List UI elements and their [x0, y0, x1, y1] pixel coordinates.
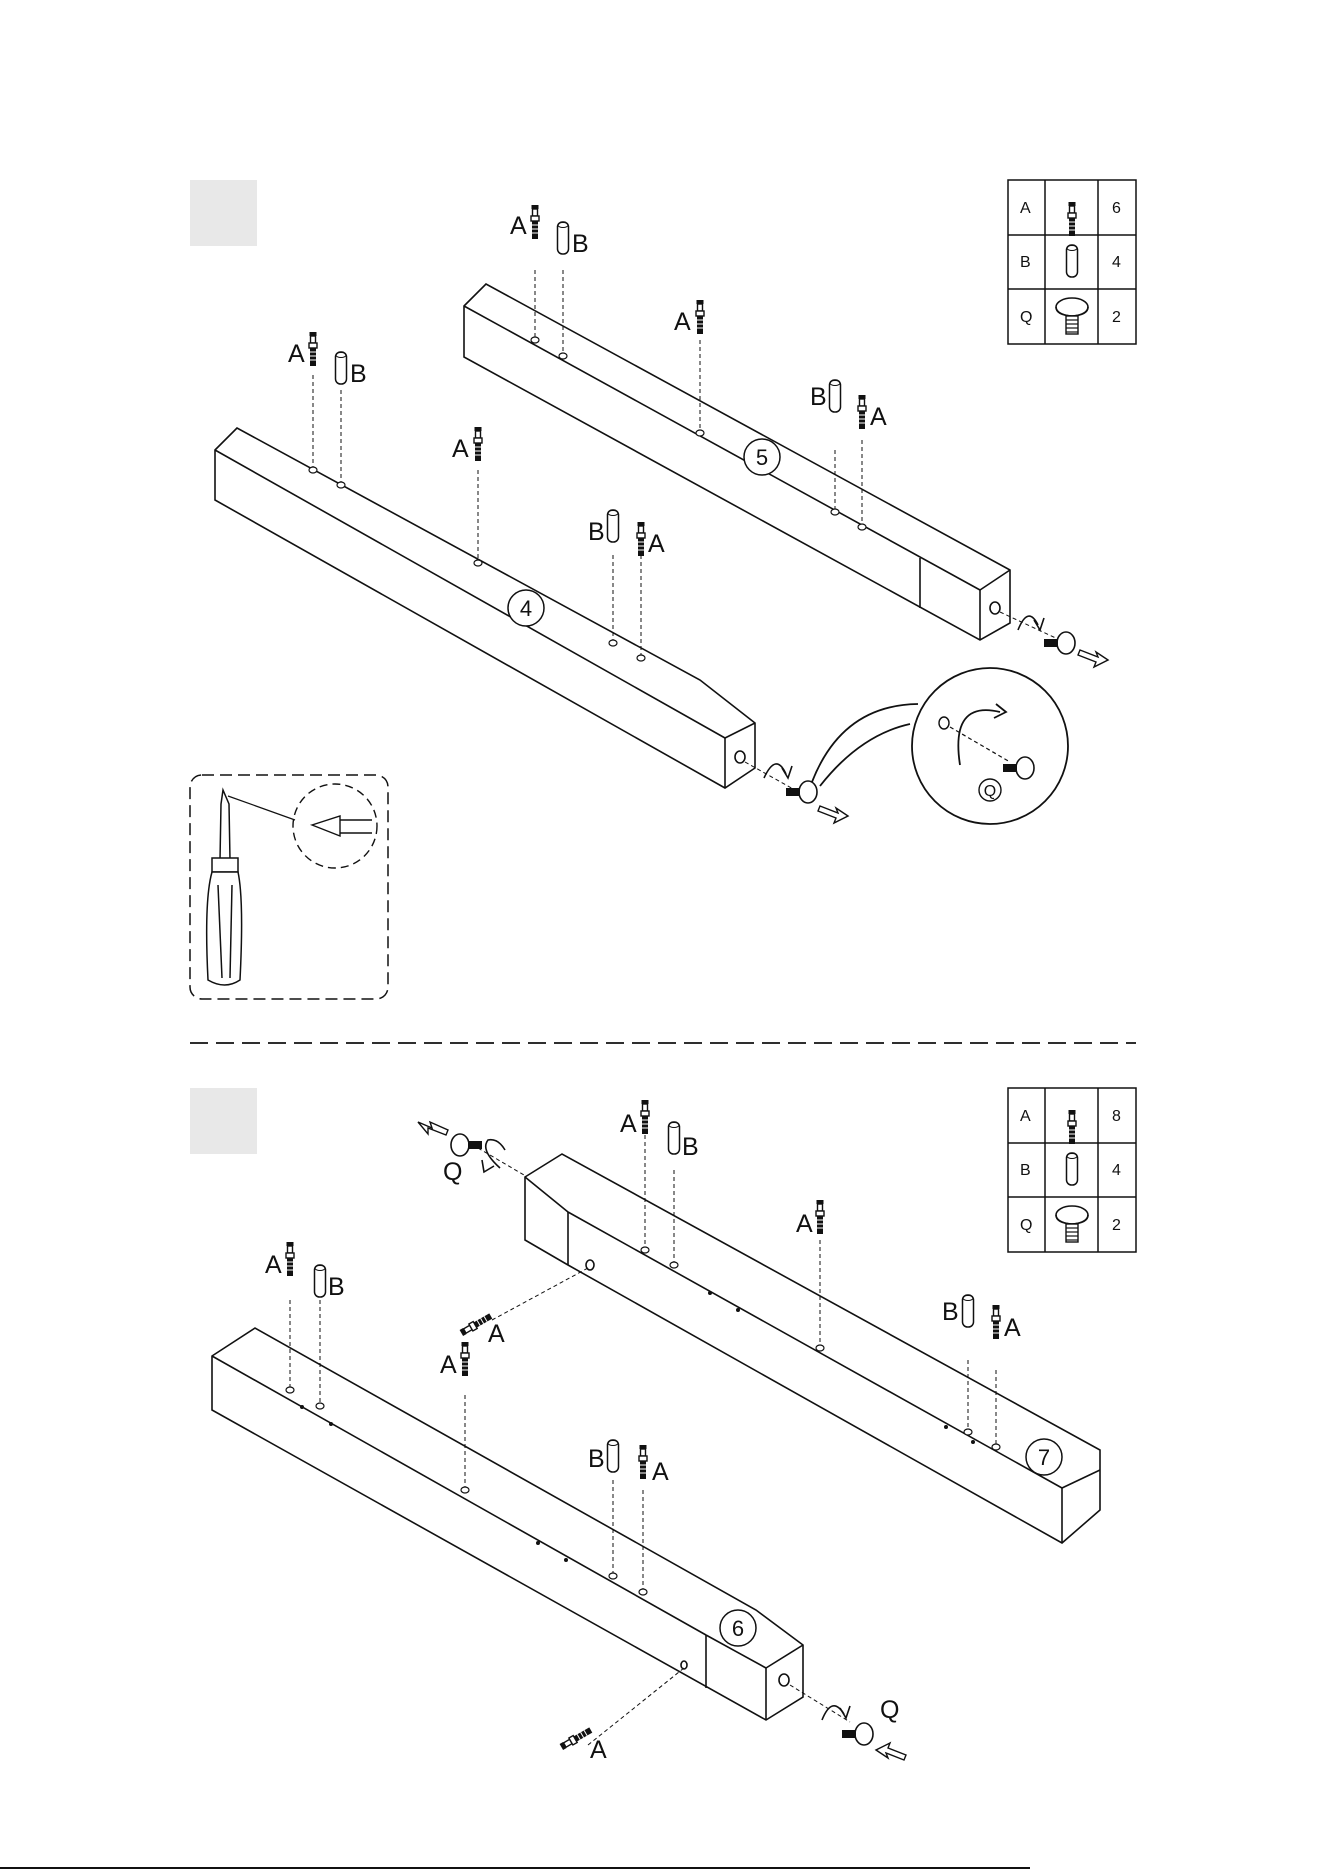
- rail-6-part-number: 6: [732, 1616, 744, 1641]
- rail-5-part-number: 5: [756, 445, 768, 470]
- label-a: A: [452, 435, 469, 463]
- label-a: A: [288, 340, 305, 368]
- label-b: B: [588, 518, 605, 546]
- label-b: B: [572, 230, 589, 258]
- label-b: B: [350, 360, 367, 388]
- table-letter-b: B: [1020, 1162, 1031, 1179]
- cam-bolt-a: [531, 205, 539, 239]
- table-letter-q: Q: [1020, 309, 1032, 326]
- dowel-b: [336, 352, 347, 384]
- tool-box: [190, 775, 388, 999]
- label-b: B: [588, 1445, 605, 1473]
- cam-bolt-a: [309, 332, 317, 366]
- label-b: B: [328, 1273, 345, 1301]
- label-b: B: [942, 1298, 959, 1326]
- table-count-b: 4: [1112, 254, 1121, 271]
- label-a: A: [265, 1251, 282, 1279]
- leveler-glide-q: [451, 1134, 482, 1156]
- label-a: A: [440, 1351, 457, 1379]
- cam-bolt-a: [696, 300, 704, 334]
- detail-callout: [812, 668, 1068, 824]
- label-a: A: [652, 1458, 669, 1486]
- leveler-glide-q: [1044, 632, 1075, 654]
- label-q: Q: [443, 1158, 462, 1186]
- leveler-glide-q: [842, 1723, 873, 1745]
- rail-4-part-number: 4: [520, 596, 532, 621]
- rail-7-part-number: 7: [1038, 1445, 1050, 1470]
- table-count-b: 4: [1112, 1162, 1121, 1179]
- label-q: Q: [984, 783, 996, 800]
- dowel-b: [608, 510, 619, 542]
- table-letter-a: A: [1020, 200, 1031, 217]
- table-count-q: 2: [1112, 1217, 1121, 1234]
- table-letter-a: A: [1020, 1108, 1031, 1125]
- cam-bolt-a: [858, 395, 866, 429]
- wooden-dowel-icon: [1067, 245, 1078, 277]
- rail-4: [215, 428, 755, 788]
- label-b: B: [682, 1133, 699, 1161]
- cam-bolt-a: [637, 522, 645, 556]
- dowel-b: [830, 380, 841, 412]
- label-q: Q: [880, 1696, 899, 1724]
- label-a: A: [488, 1320, 505, 1348]
- wooden-dowel-icon: [1067, 1153, 1078, 1185]
- cam-bolt-icon: [1068, 202, 1076, 236]
- step-2-number-box: [190, 1088, 257, 1154]
- dowel-b: [558, 222, 569, 254]
- step-1-parts-table: A B Q 6 4 2: [1008, 180, 1136, 344]
- label-a: A: [1004, 1314, 1021, 1342]
- rail-6: [212, 1328, 803, 1720]
- label-a: A: [510, 212, 527, 240]
- label-a: A: [620, 1110, 637, 1138]
- rail-5: [464, 284, 1010, 640]
- cam-bolt-a: [474, 427, 482, 461]
- table-count-a: 8: [1112, 1108, 1121, 1125]
- table-letter-q: Q: [1020, 1217, 1032, 1234]
- table-count-a: 6: [1112, 200, 1121, 217]
- step-2-parts-table: A B Q 8 4 2: [1008, 1088, 1136, 1252]
- label-a: A: [796, 1210, 813, 1238]
- table-letter-b: B: [1020, 254, 1031, 271]
- table-count-q: 2: [1112, 309, 1121, 326]
- label-a: A: [648, 530, 665, 558]
- label-a: A: [590, 1736, 607, 1764]
- label-b: B: [810, 383, 827, 411]
- cam-bolt-icon: [1068, 1110, 1076, 1144]
- leveler-glide-q: [786, 781, 817, 803]
- label-a: A: [674, 308, 691, 336]
- label-a: A: [870, 403, 887, 431]
- step-1-number-box: [190, 180, 257, 246]
